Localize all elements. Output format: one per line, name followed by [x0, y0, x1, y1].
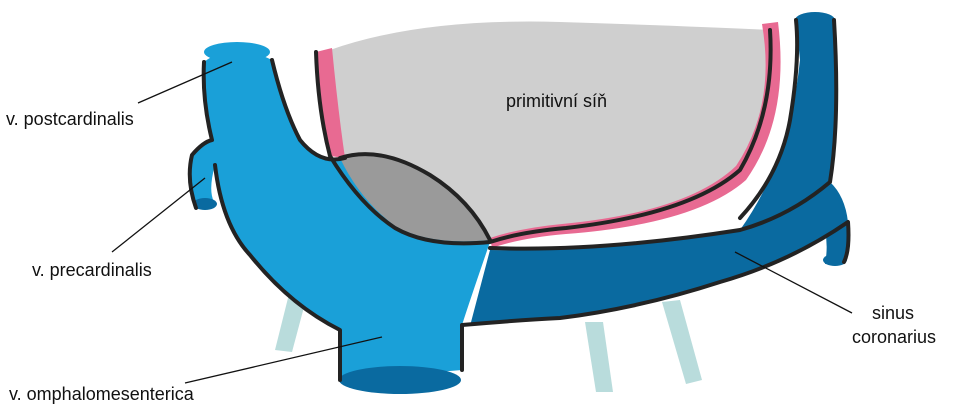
- background-vessel-right: [662, 300, 702, 384]
- postcardinal-opening: [204, 42, 270, 62]
- leader-precardinal: [112, 178, 205, 252]
- label-omphalomesenteric: v. omphalomesenterica: [9, 384, 195, 404]
- label-precardinal: v. precardinalis: [32, 260, 152, 280]
- label-primitive-atrium: primitivní síň: [506, 91, 607, 111]
- label-sinus: sinus: [872, 303, 914, 323]
- label-coronarius: coronarius: [852, 327, 936, 347]
- background-vessel-middle: [585, 322, 613, 392]
- right-horn-opening: [795, 12, 835, 28]
- label-postcardinal: v. postcardinalis: [6, 109, 134, 129]
- omphalomesenteric-opening: [339, 366, 461, 394]
